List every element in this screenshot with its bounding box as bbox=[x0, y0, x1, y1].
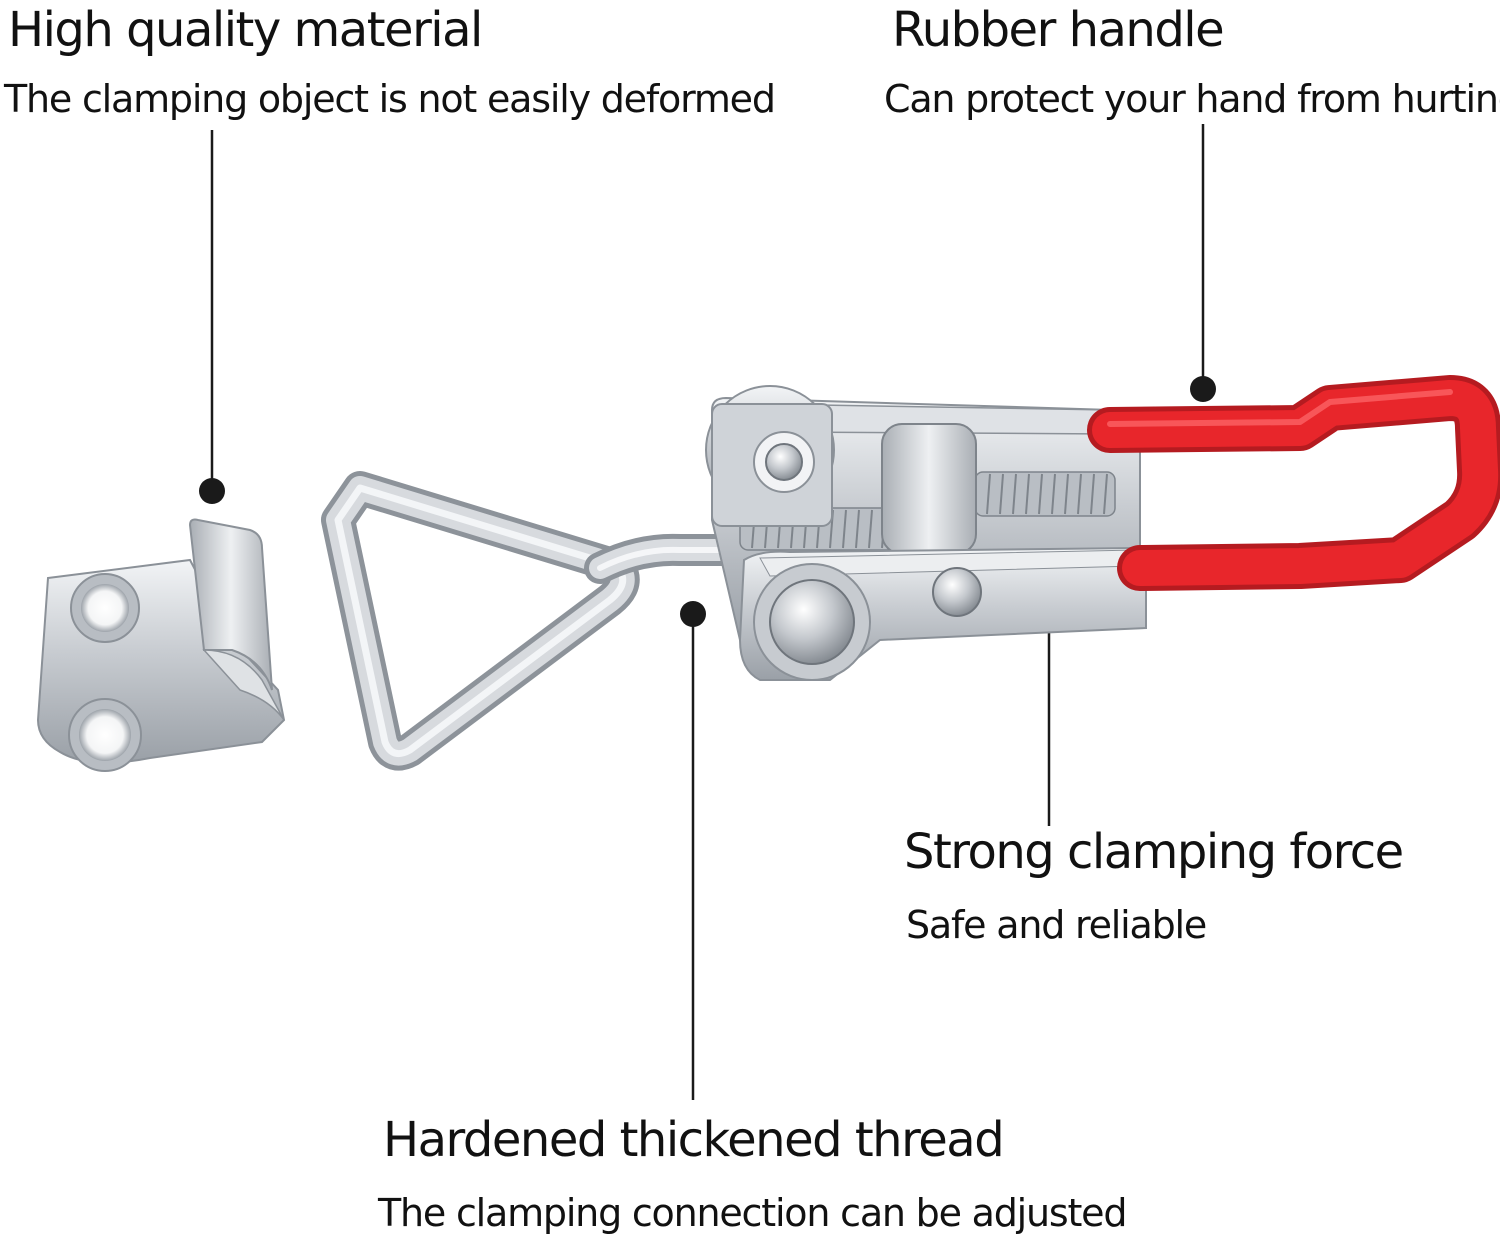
thread-dot bbox=[680, 601, 706, 627]
handle-subtitle: Can protect your hand from hurting bbox=[884, 77, 1500, 121]
small-rivet bbox=[932, 567, 982, 617]
front-rivet bbox=[769, 579, 855, 665]
rubber-handle bbox=[1087, 375, 1500, 591]
catch-plate bbox=[36, 518, 286, 772]
handle-dot bbox=[1190, 376, 1216, 402]
force-subtitle: Safe and reliable bbox=[906, 903, 1207, 947]
thread-subtitle: The clamping connection can be adjusted bbox=[378, 1191, 1127, 1235]
thread-grooves bbox=[751, 473, 1108, 549]
material-subtitle: The clamping object is not easily deform… bbox=[4, 77, 776, 121]
barrel-nut bbox=[881, 423, 977, 555]
thread-title: Hardened thickened thread bbox=[383, 1112, 1005, 1168]
material-dot bbox=[199, 478, 225, 504]
force-title: Strong clamping force bbox=[904, 824, 1404, 880]
wire-loop bbox=[321, 471, 776, 771]
latch-body bbox=[705, 385, 1147, 681]
material-title: High quality material bbox=[8, 2, 483, 58]
handle-title: Rubber handle bbox=[892, 2, 1225, 58]
